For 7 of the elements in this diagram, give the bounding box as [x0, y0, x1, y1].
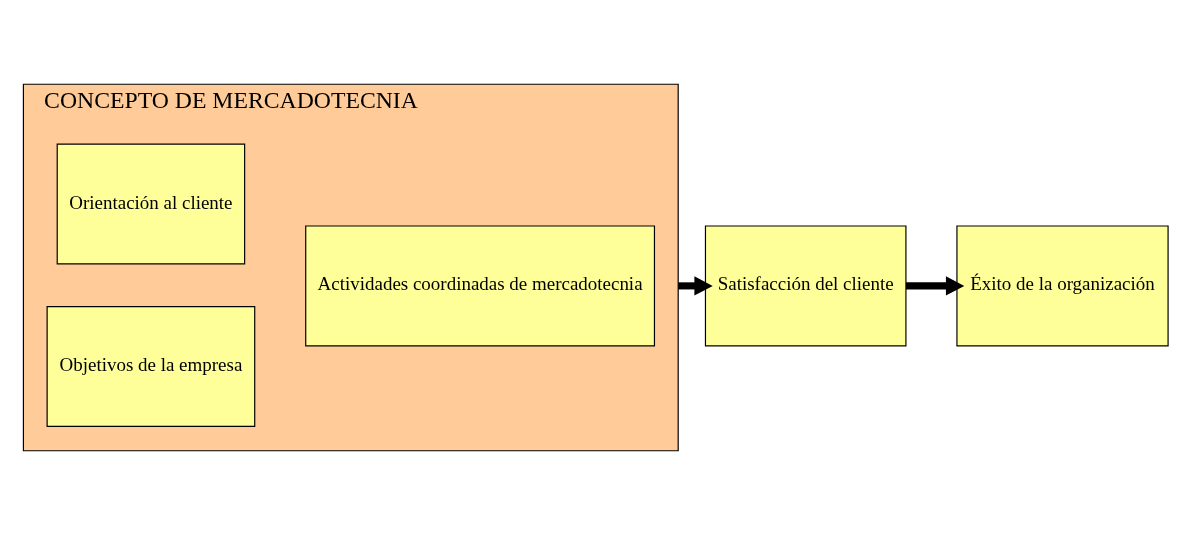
arrow [678, 275, 713, 295]
arrow [906, 275, 965, 295]
node-box: Orientación al cliente [56, 143, 246, 265]
node-box: Objetivos de la empresa [46, 305, 256, 427]
node-box: Éxito de la organización [956, 224, 1169, 346]
node-box: Satisfacción del cliente [704, 224, 907, 346]
node-box: Actividades coordinadas de mercadotecnia [305, 224, 656, 346]
